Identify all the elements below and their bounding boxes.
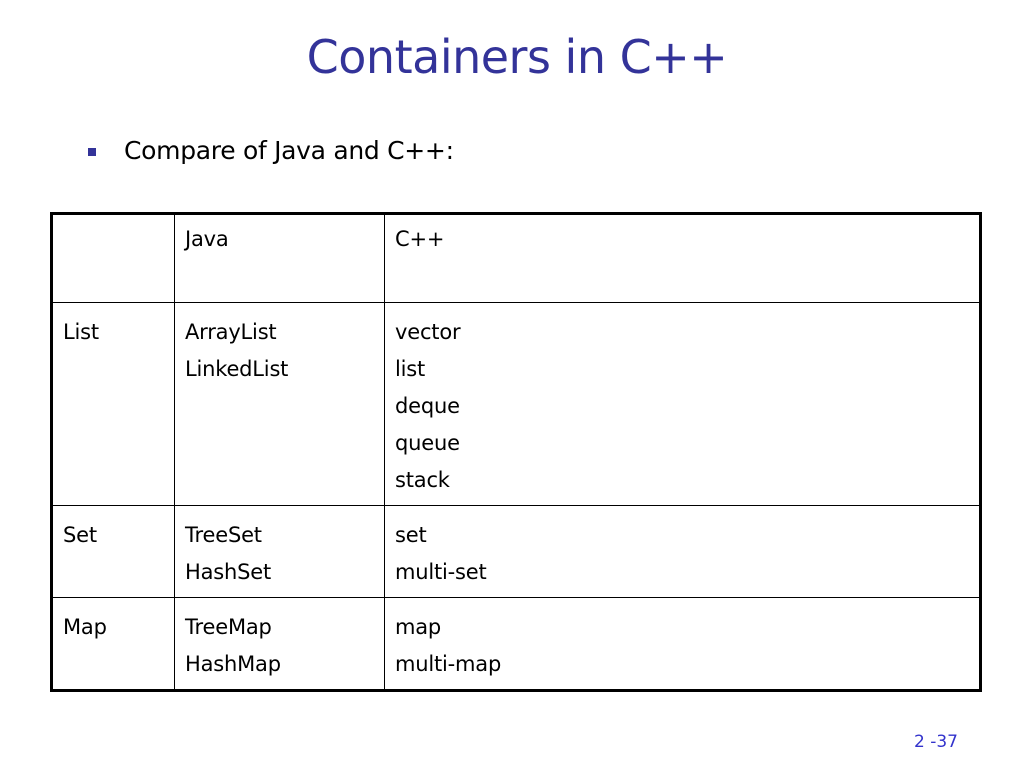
cpp-item: deque	[395, 394, 460, 418]
table-row-map: Map TreeMap HashMap map multi-map	[51, 597, 981, 691]
cpp-item: vector	[395, 320, 461, 344]
slide-title: Containers in C++	[306, 30, 728, 84]
java-cell: TreeMap HashMap	[174, 597, 385, 691]
header-cell-java: Java	[174, 213, 385, 303]
page-number: 2 -37	[914, 732, 958, 752]
java-cell: TreeSet HashSet	[174, 505, 385, 598]
table-header-row: Java C++	[51, 213, 981, 303]
row-label-cell: List	[51, 302, 175, 506]
java-item: LinkedList	[185, 357, 289, 381]
java-item: HashSet	[185, 560, 271, 584]
java-item: ArrayList	[185, 320, 277, 344]
java-item: TreeSet	[185, 523, 262, 547]
cpp-item: list	[395, 357, 426, 381]
row-label-cell: Set	[51, 505, 175, 598]
bullet-item: Compare of Java and C++:	[88, 136, 454, 165]
java-item: TreeMap	[185, 615, 272, 639]
cpp-item: set	[395, 523, 427, 547]
cpp-item: map	[395, 615, 442, 639]
comparison-table: Java C++ List ArrayList LinkedList vecto…	[50, 212, 982, 692]
table-row-set: Set TreeSet HashSet set multi-set	[51, 505, 981, 598]
square-bullet-icon	[88, 147, 96, 156]
header-cell-empty	[51, 213, 175, 303]
row-label-cell: Map	[51, 597, 175, 691]
cpp-cell: map multi-map	[384, 597, 981, 691]
java-item: HashMap	[185, 652, 281, 676]
java-cell: ArrayList LinkedList	[174, 302, 385, 506]
bullet-text: Compare of Java and C++:	[124, 136, 454, 165]
cpp-item: multi-map	[395, 652, 502, 676]
cpp-cell: set multi-set	[384, 505, 981, 598]
cpp-item: multi-set	[395, 560, 487, 584]
header-cell-cpp: C++	[384, 213, 981, 303]
comparison-table-container: Java C++ List ArrayList LinkedList vecto…	[50, 212, 982, 692]
cpp-cell: vector list deque queue stack	[384, 302, 981, 506]
table-row-list: List ArrayList LinkedList vector list de…	[51, 302, 981, 506]
cpp-item: stack	[395, 468, 450, 492]
cpp-item: queue	[395, 431, 460, 455]
